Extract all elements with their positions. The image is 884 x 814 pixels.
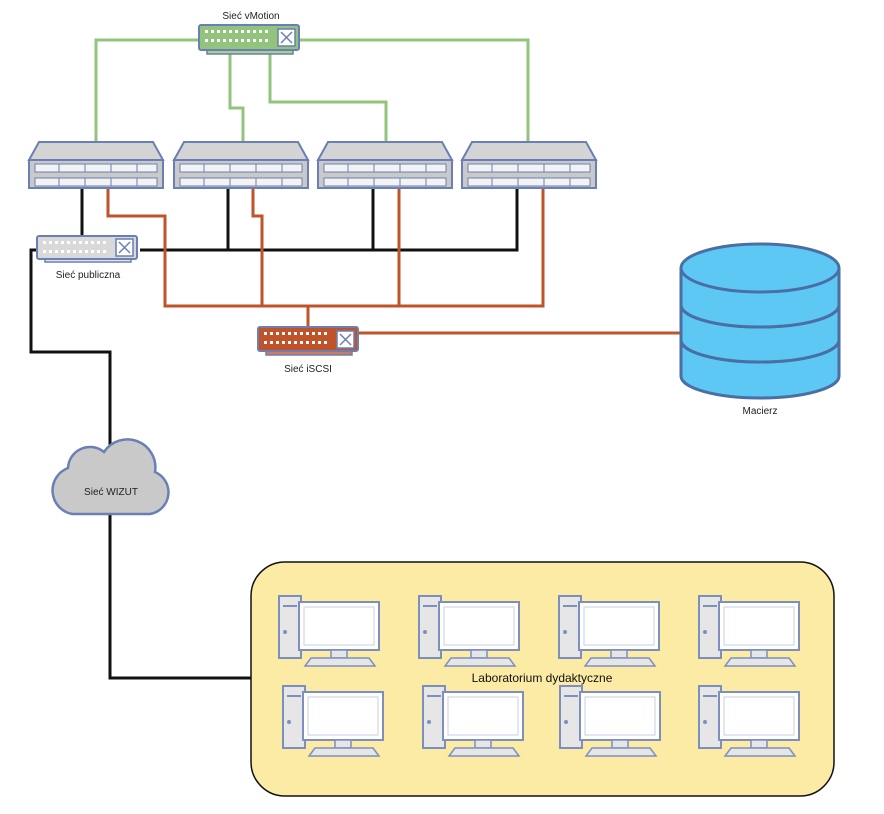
- iscsi-links: [106, 188, 685, 335]
- iscsi-switch: Sieć iSCSI: [257, 326, 359, 375]
- rack-server-icon: [28, 141, 164, 189]
- vmotion-switch: Sieć vMotion: [198, 11, 300, 55]
- server-1: [28, 141, 164, 189]
- server-2: [173, 141, 309, 189]
- public-switch-label: Sieć publiczna: [56, 270, 121, 281]
- public-switch: Sieć publiczna: [36, 235, 138, 281]
- storage-array: Macierz: [679, 242, 841, 417]
- rack-server-icon: [461, 141, 597, 189]
- lab-label: Laboratorium dydaktyczne: [472, 671, 613, 685]
- cloud-label: Sieć WIZUT: [84, 487, 138, 498]
- rack-server-icon: [317, 141, 453, 189]
- wizut-cloud: Sieć WIZUT: [51, 438, 170, 516]
- lab-group: Laboratorium dydaktyczne: [250, 561, 835, 797]
- server-4: [461, 141, 597, 189]
- vmotion-links: [94, 38, 530, 142]
- vmotion-switch-label: Sieć vMotion: [222, 11, 279, 22]
- cloud-icon: [51, 438, 170, 516]
- network-switch-icon: [257, 326, 359, 356]
- storage-label: Macierz: [742, 406, 777, 417]
- rack-server-icon: [173, 141, 309, 189]
- iscsi-switch-label: Sieć iSCSI: [284, 364, 332, 375]
- network-switch-icon: [198, 24, 300, 55]
- lab-container: [250, 561, 835, 797]
- network-switch-icon: [36, 235, 138, 263]
- server-3: [317, 141, 453, 189]
- database-icon: [679, 242, 841, 400]
- public-links: [29, 188, 519, 680]
